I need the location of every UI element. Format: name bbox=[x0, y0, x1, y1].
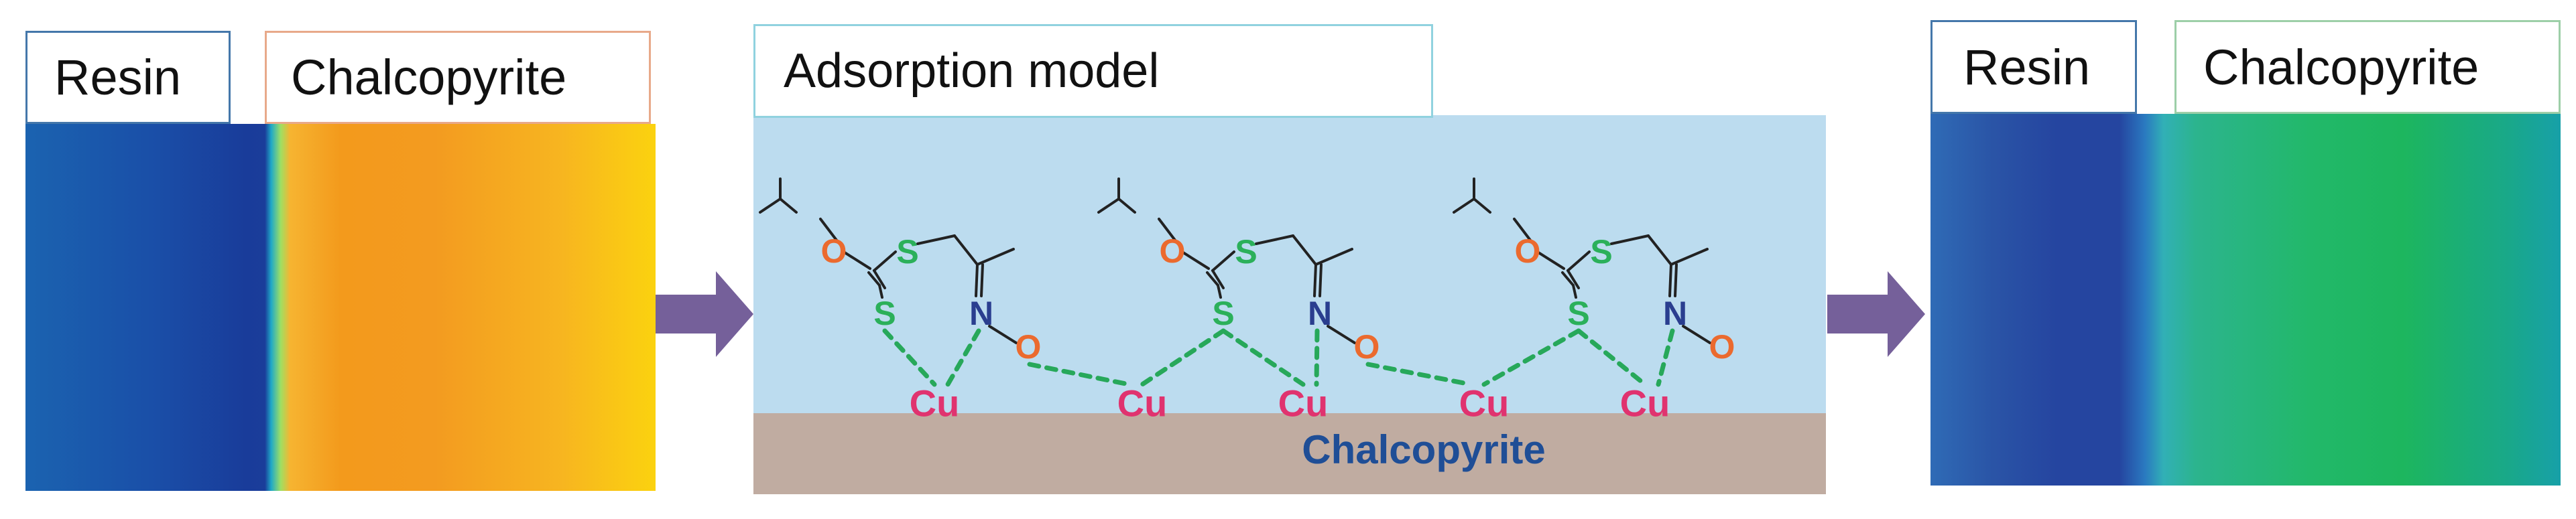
copper-atom: Cu bbox=[1459, 382, 1510, 425]
bond-line bbox=[976, 248, 1015, 266]
coordination-bond bbox=[882, 328, 937, 387]
oxygen-atom: O bbox=[821, 232, 847, 270]
bond-line bbox=[1097, 198, 1120, 214]
sulfur-atom: S bbox=[1212, 295, 1234, 332]
coordination-bond bbox=[1576, 328, 1648, 387]
bond-line bbox=[1314, 248, 1353, 266]
nitrogen-atom: N bbox=[969, 295, 993, 332]
bond-line bbox=[1182, 251, 1210, 270]
bond-line bbox=[1292, 234, 1317, 266]
nitrogen-atom: N bbox=[1663, 295, 1687, 332]
bond-line bbox=[759, 198, 782, 214]
bond-line bbox=[1117, 198, 1136, 214]
bond-line bbox=[1327, 325, 1356, 344]
right-arrow-icon bbox=[656, 271, 753, 357]
bond-line bbox=[1567, 250, 1591, 272]
coordination-bond bbox=[945, 328, 981, 387]
sulfur-atom: S bbox=[1235, 233, 1257, 271]
model-title: Adsorption model bbox=[753, 24, 1433, 118]
copper-atom: Cu bbox=[1620, 382, 1670, 425]
bond-line bbox=[1158, 218, 1177, 242]
coordination-bond bbox=[1314, 328, 1320, 387]
bond-line bbox=[1670, 248, 1709, 266]
left-resin-label: Resin bbox=[25, 31, 231, 124]
bond-line bbox=[1318, 263, 1323, 297]
bond-line bbox=[1473, 198, 1491, 214]
copper-atom: Cu bbox=[910, 382, 960, 425]
bond-line bbox=[878, 284, 883, 299]
bond-line bbox=[1674, 263, 1678, 297]
bond-line bbox=[843, 251, 871, 270]
sulfur-atom: S bbox=[1590, 233, 1612, 271]
bond-line bbox=[867, 271, 881, 287]
right-heatmap bbox=[1930, 114, 2561, 486]
bond-line bbox=[1255, 234, 1294, 245]
bond-line bbox=[980, 263, 984, 297]
nitrogen-atom: N bbox=[1308, 295, 1332, 332]
bond-line bbox=[988, 325, 1018, 344]
bond-line bbox=[1513, 218, 1532, 242]
sulfur-atom: S bbox=[873, 295, 896, 332]
oxygen-atom: O bbox=[1709, 328, 1735, 366]
bond-line bbox=[873, 269, 886, 289]
bond-line bbox=[975, 263, 979, 297]
bond-line bbox=[1211, 250, 1235, 272]
bond-line bbox=[1567, 269, 1580, 289]
mineral-surface bbox=[753, 413, 1826, 494]
oxygen-atom: O bbox=[1016, 328, 1042, 366]
coordination-bond bbox=[1027, 362, 1131, 387]
coordination-bond bbox=[1481, 328, 1581, 387]
bond-line bbox=[1561, 271, 1575, 287]
coordination-bond bbox=[1140, 328, 1226, 387]
bond-line bbox=[1572, 284, 1577, 299]
bond-line bbox=[916, 234, 956, 245]
surface-label: Chalcopyrite bbox=[1302, 427, 1545, 472]
coordination-bond bbox=[1656, 328, 1675, 387]
bond-line bbox=[779, 198, 798, 214]
copper-atom: Cu bbox=[1278, 382, 1329, 425]
coordination-bond bbox=[1365, 362, 1473, 387]
oxygen-atom: O bbox=[1354, 328, 1380, 366]
bond-line bbox=[1682, 325, 1711, 344]
bond-line bbox=[1217, 284, 1222, 299]
bond-line bbox=[1668, 263, 1672, 297]
oxygen-atom: O bbox=[1515, 232, 1541, 270]
sulfur-atom: S bbox=[896, 233, 918, 271]
bond-line bbox=[819, 218, 839, 242]
sulfur-atom: S bbox=[1567, 295, 1589, 332]
right-resin-label: Resin bbox=[1930, 20, 2137, 114]
left-chalcopyrite-label: Chalcopyrite bbox=[265, 31, 651, 124]
bond-line bbox=[1313, 263, 1317, 297]
bond-line bbox=[1610, 234, 1650, 245]
bond-line bbox=[873, 250, 897, 272]
bond-line bbox=[1206, 271, 1219, 287]
bond-line bbox=[1537, 251, 1565, 270]
bond-line bbox=[1647, 234, 1672, 266]
oxygen-atom: O bbox=[1160, 232, 1186, 270]
bond-line bbox=[1453, 198, 1475, 214]
solution-region bbox=[753, 115, 1826, 413]
right-arrow-icon bbox=[1827, 271, 1925, 357]
right-chalcopyrite-label: Chalcopyrite bbox=[2174, 20, 2561, 114]
copper-atom: Cu bbox=[1117, 382, 1168, 425]
coordination-bond bbox=[1221, 328, 1306, 387]
bond-line bbox=[953, 234, 979, 266]
left-heatmap bbox=[25, 124, 656, 491]
bond-line bbox=[1211, 269, 1225, 289]
